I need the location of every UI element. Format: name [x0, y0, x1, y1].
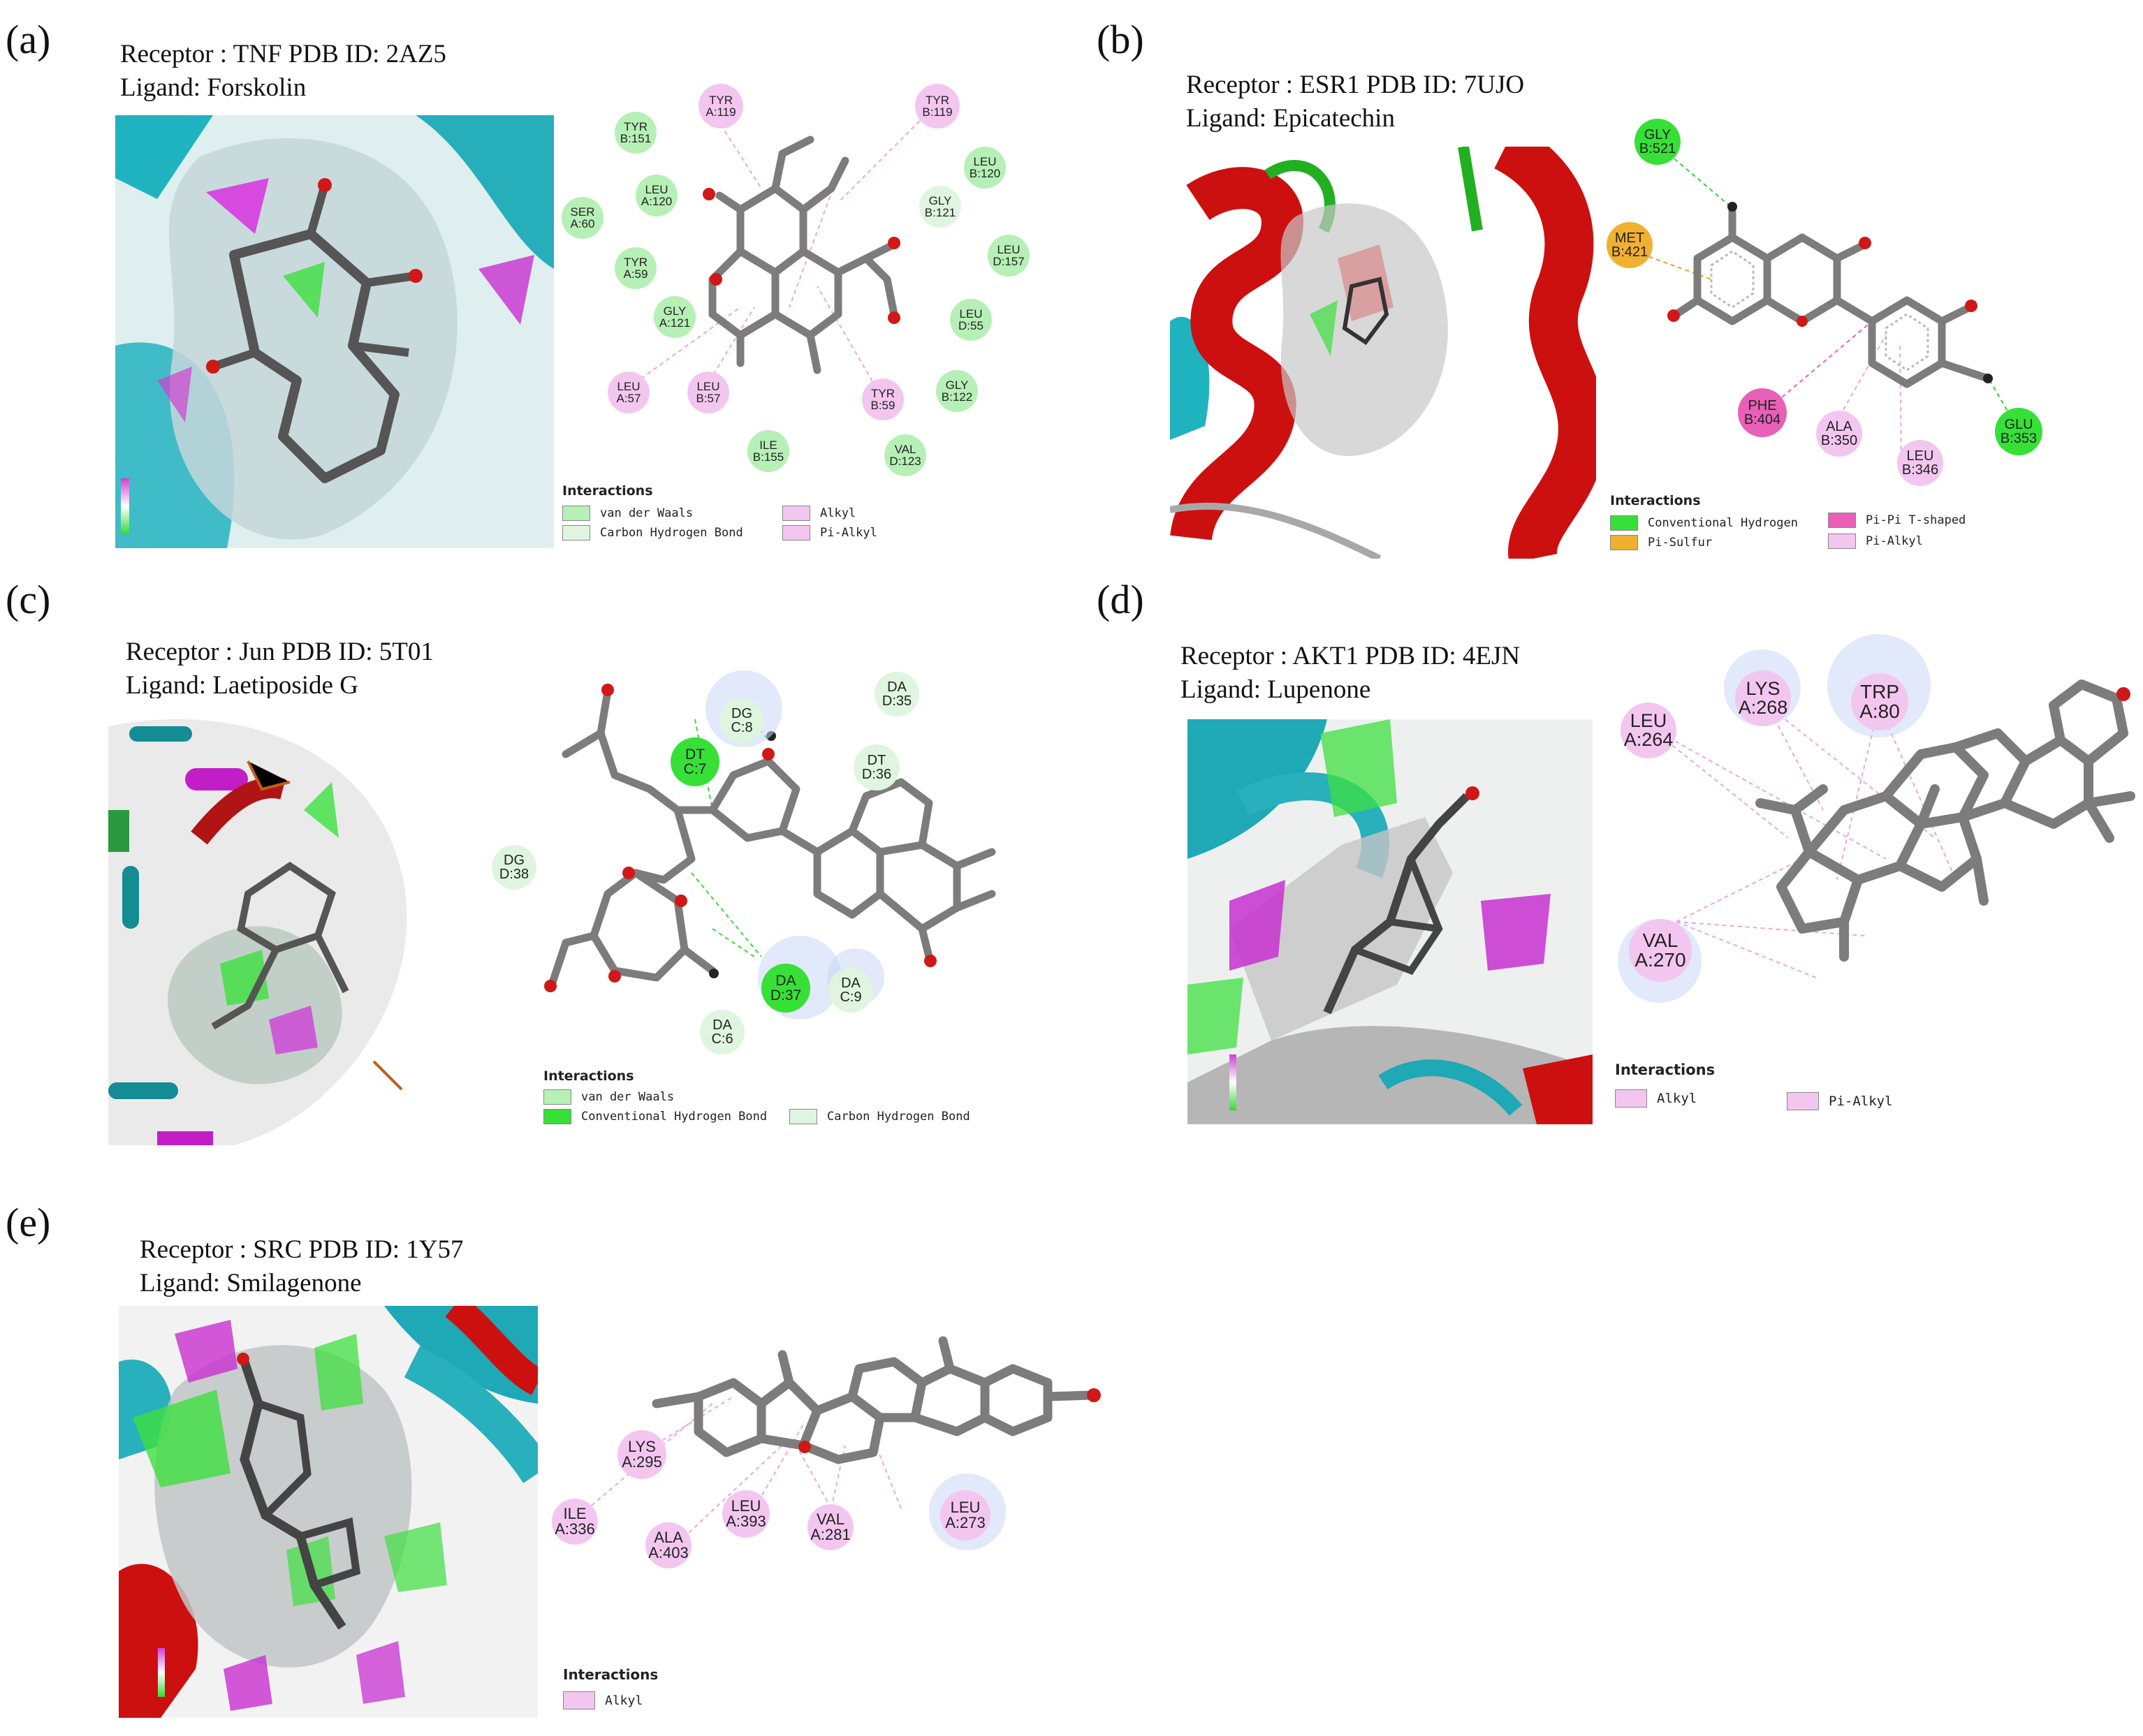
receptor-title: Receptor : AKT1 PDB ID: 4EJN — [1180, 642, 1521, 670]
interaction-legend: Interactions Alkyl — [563, 1666, 842, 1729]
legend-item: Pi-Alkyl — [782, 525, 877, 540]
interaction-diagram — [503, 663, 1020, 1054]
legend-item: Alkyl — [563, 1691, 643, 1709]
panel-label: (d) — [1097, 577, 1144, 622]
legend-item: van der Waals — [562, 506, 693, 521]
receptor-title: Receptor : Jun PDB ID: 5T01 — [126, 638, 434, 666]
legend-item: Conventional Hydrogen — [1610, 515, 1798, 531]
docking-3d-view — [119, 1306, 538, 1718]
interaction-legend: Interactions Conventional Hydrogen Pi-Su… — [1610, 493, 1966, 550]
legend-item: Alkyl — [1615, 1089, 1697, 1108]
ligand-title: Ligand: Lupenone — [1180, 675, 1371, 704]
interaction-legend: Interactions van der Waals Carbon Hydrog… — [562, 483, 877, 540]
receptor-title: Receptor : SRC PDB ID: 1Y57 — [140, 1235, 464, 1264]
ligand-title: Ligand: Smilagenone — [140, 1269, 362, 1297]
legend-item: Conventional Hydrogen Bond — [543, 1109, 767, 1124]
legend-item: Pi-Alkyl — [1787, 1092, 1893, 1110]
interaction-legend: Interactions Alkyl Pi-Alkyl — [1615, 1061, 1893, 1110]
docking-3d-view — [108, 698, 475, 1145]
panel-label: (b) — [1097, 17, 1144, 62]
ligand-title: Ligand: Laetiposide G — [126, 671, 358, 700]
docking-3d-view — [1187, 719, 1593, 1124]
legend-item: Pi-Sulfur — [1610, 535, 1712, 550]
interaction-diagram — [1607, 628, 2137, 1020]
legend-item: Carbon Hydrogen Bond — [562, 525, 743, 540]
docking-3d-view — [115, 115, 554, 548]
receptor-title: Receptor : TNF PDB ID: 2AZ5 — [120, 40, 446, 68]
legend-item: van der Waals — [543, 1089, 674, 1105]
ligand-title: Ligand: Epicatechin — [1186, 104, 1395, 133]
panel-label: (c) — [6, 577, 51, 622]
docking-3d-view — [1170, 147, 1596, 559]
legend-item: Pi-Alkyl — [1828, 534, 1923, 549]
receptor-title: Receptor : ESR1 PDB ID: 7UJO — [1186, 71, 1525, 99]
interaction-diagram — [1607, 112, 2054, 503]
legend-item: Alkyl — [782, 506, 856, 521]
interaction-diagram — [552, 1336, 1111, 1564]
legend-item: Pi-Pi T-shaped — [1828, 513, 1966, 528]
ligand-title: Ligand: Forskolin — [120, 73, 307, 102]
interaction-diagram — [566, 77, 1069, 482]
panel-label: (a) — [6, 17, 51, 62]
legend-item: Carbon Hydrogen Bond — [789, 1109, 970, 1124]
panel-label: (e) — [6, 1200, 51, 1245]
interaction-legend: Interactions van der Waals Conventional … — [543, 1068, 970, 1124]
